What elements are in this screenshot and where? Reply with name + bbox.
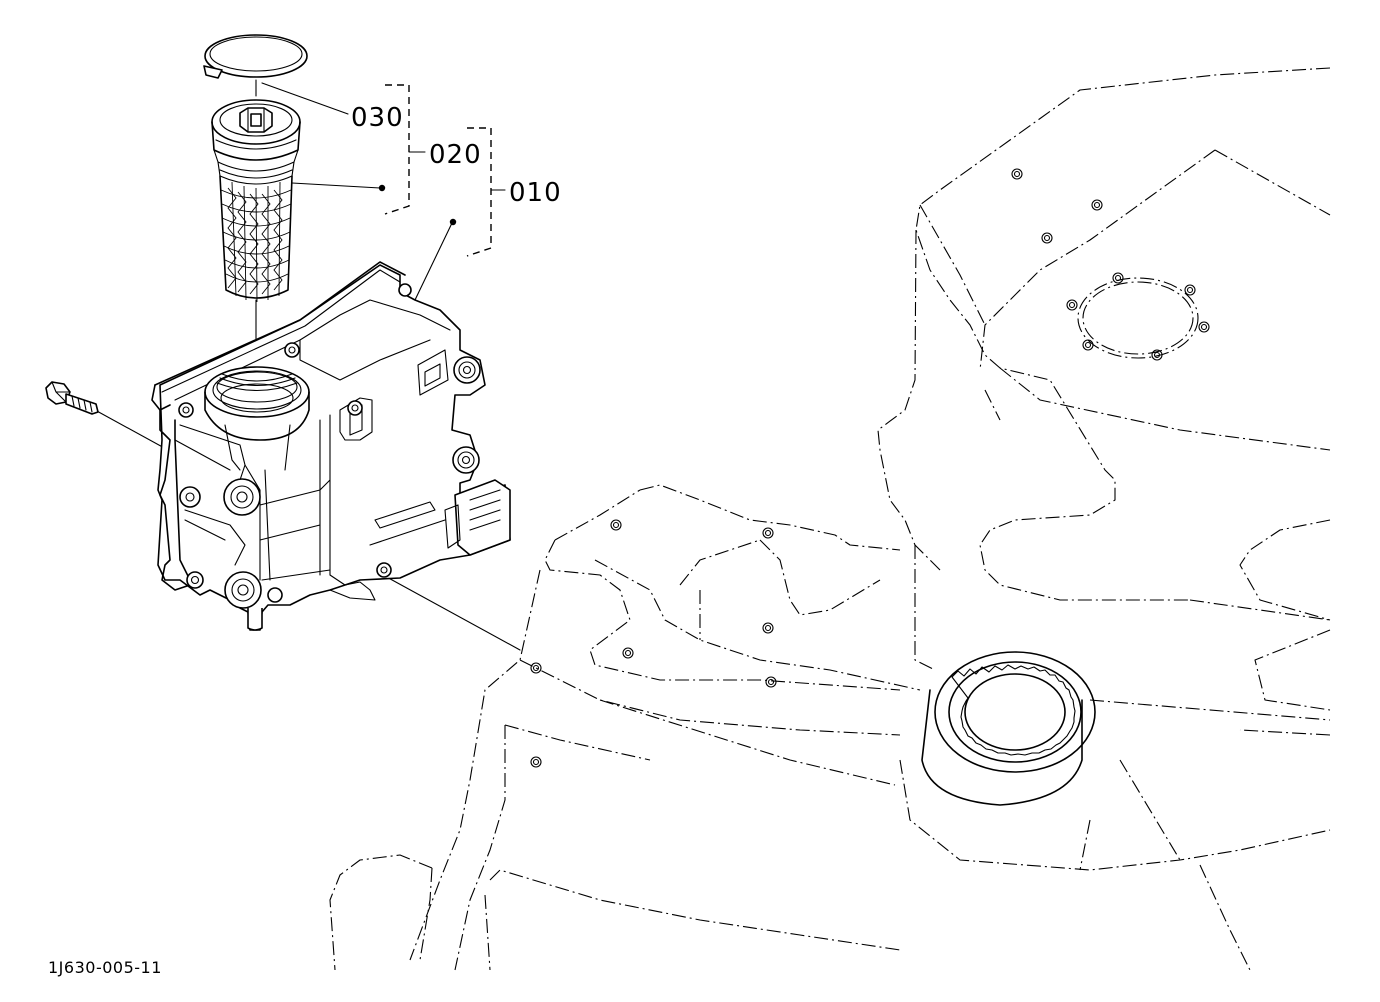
tank-filler-neck [921, 651, 1096, 806]
grouping-brackets [384, 84, 506, 257]
callout-030: 030 [351, 103, 404, 133]
callout-020: 020 [429, 140, 482, 170]
tank-mounting-points [530, 168, 1210, 768]
figure-id-label: 1J630-005-11 [48, 958, 162, 977]
fuel-strainer-020 [211, 99, 301, 303]
strainer-housing-010 [151, 261, 511, 631]
callout-010: 010 [509, 178, 562, 208]
strainer-cap-030 [203, 34, 308, 79]
mounting-bolt [45, 381, 99, 415]
fuel-tank-ghost-outline [329, 67, 1331, 971]
